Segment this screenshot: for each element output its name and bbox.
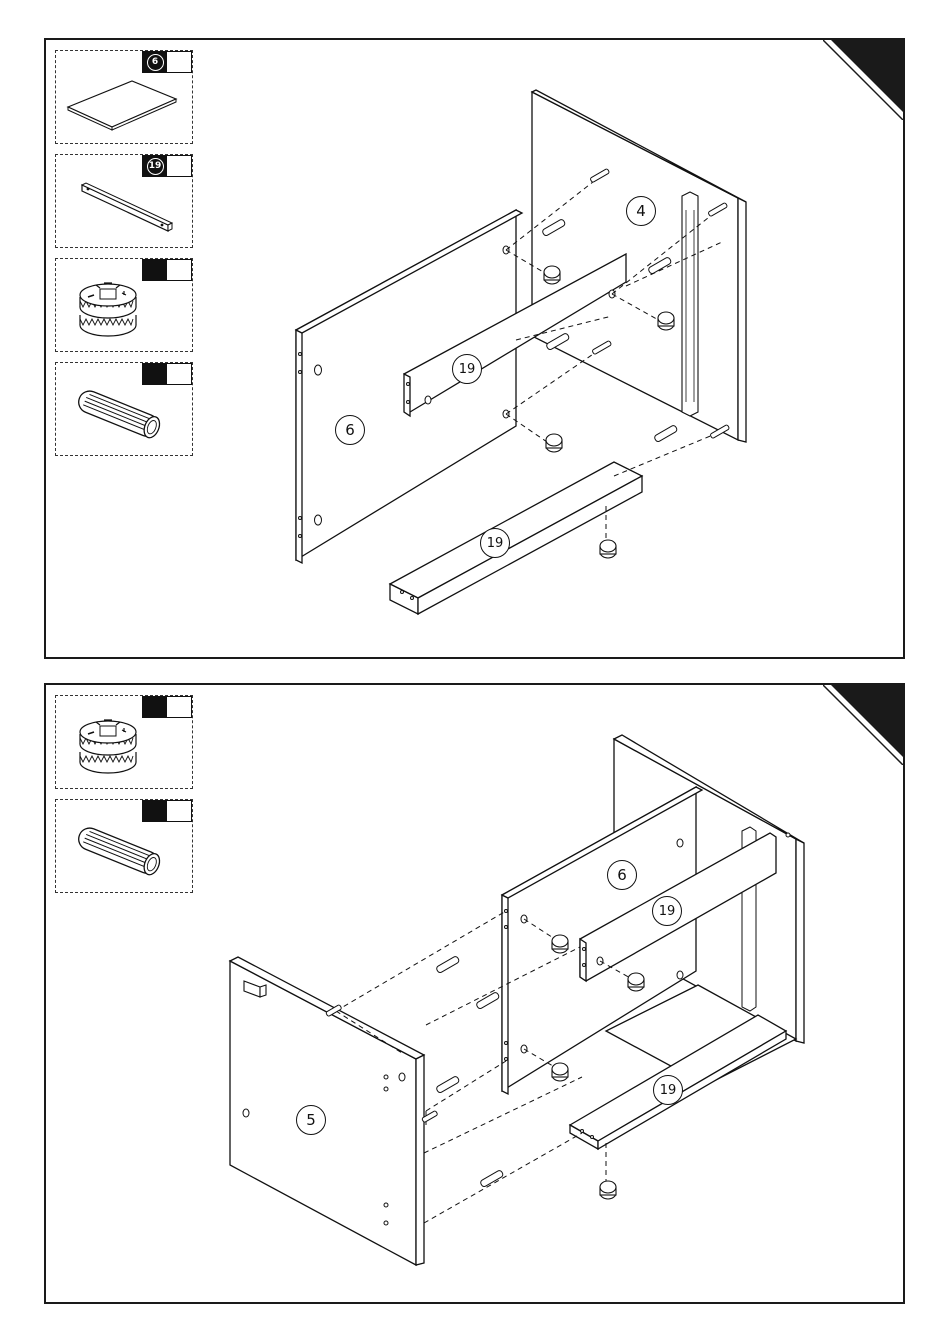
step-1-panel: 6 19 <box>44 38 905 659</box>
assembly-lines <box>46 685 905 1304</box>
part-label-4: 4 <box>626 196 656 226</box>
part-label-19-top-rail: 19 <box>652 896 682 926</box>
part-label-19-middle-rail: 19 <box>452 354 482 384</box>
assembly-lines <box>46 40 905 659</box>
step-2-panel: 6 19 19 5 <box>44 683 905 1304</box>
part-label-6: 6 <box>335 415 365 445</box>
part-label-6: 6 <box>607 860 637 890</box>
part-label-19-bottom-rail: 19 <box>480 528 510 558</box>
assembly-drawing-step-1: 4 6 19 19 <box>46 40 905 659</box>
part-label-19-bottom-rail: 19 <box>653 1075 683 1105</box>
part-label-5: 5 <box>296 1105 326 1135</box>
assembly-drawing-step-2: 6 19 19 5 <box>46 685 905 1304</box>
